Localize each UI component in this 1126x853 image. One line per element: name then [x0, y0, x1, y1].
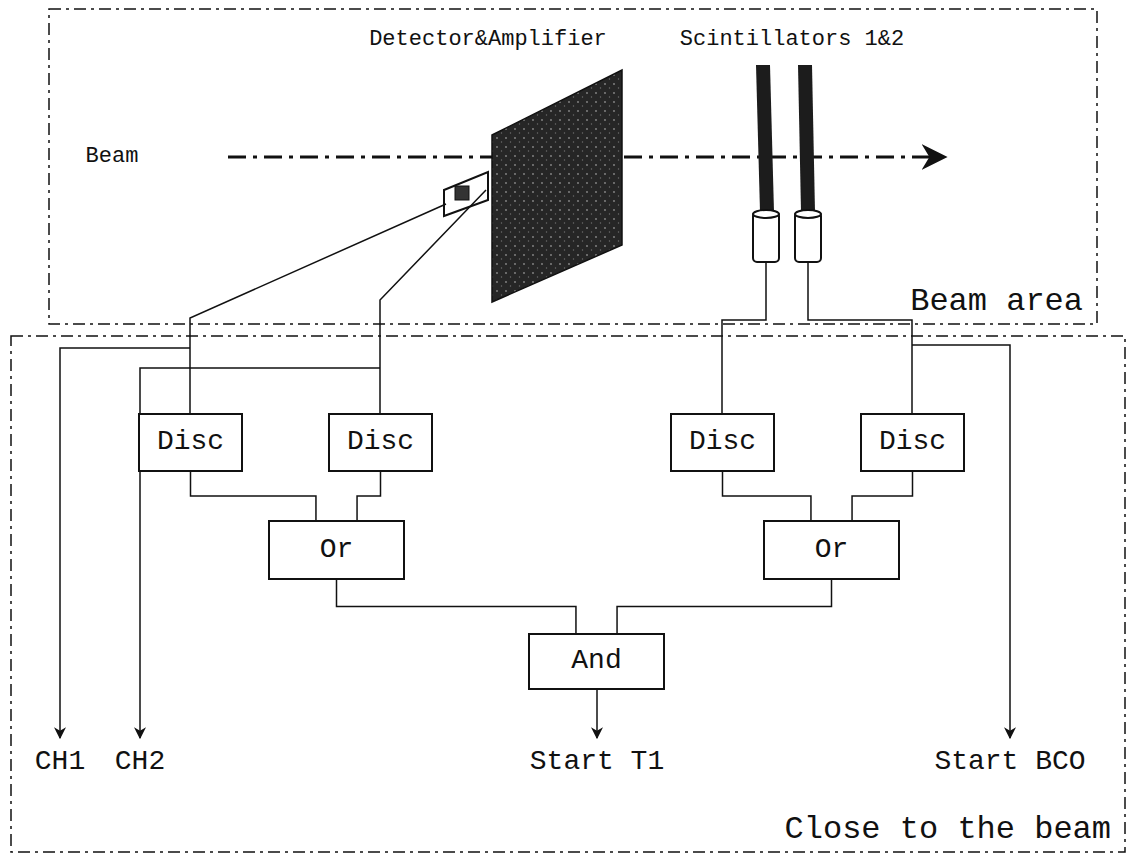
discriminator-box: Disc	[138, 413, 243, 472]
logic-connector	[617, 580, 831, 633]
box-label: Disc	[157, 427, 224, 458]
amplifier-chip	[455, 186, 469, 200]
or-gate-box: Or	[268, 520, 405, 580]
signal-name: CH1	[33, 747, 87, 778]
logic-connector	[357, 472, 380, 520]
region-outline	[48, 8, 1098, 325]
signal-wire	[60, 190, 1010, 738]
logic-connector	[191, 472, 316, 520]
beam-label: Beam	[84, 145, 141, 169]
region-border	[11, 336, 1125, 852]
scintillator-bar	[756, 65, 774, 212]
box-label: Disc	[879, 427, 946, 458]
part-name: Scintillators 1&2	[678, 28, 906, 52]
discriminator-box: Disc	[328, 413, 433, 472]
logic-connector	[337, 580, 576, 633]
photomultiplier	[753, 210, 821, 262]
or-gate-box: Or	[763, 520, 900, 580]
signal-name: Start BCO	[932, 747, 1087, 778]
scintillator-bar	[798, 65, 815, 212]
box-label: Disc	[689, 427, 756, 458]
logic-connector	[852, 472, 912, 520]
logic-connector	[723, 472, 811, 520]
part-name: Detector&Amplifier	[367, 28, 609, 52]
and-gate-box: And	[528, 633, 665, 690]
discriminator-box: Disc	[860, 413, 965, 472]
box-label: Or	[320, 535, 354, 566]
region-label: Close to the beam	[782, 812, 1114, 847]
box-label: Disc	[347, 427, 414, 458]
detector-plate	[492, 70, 622, 302]
discriminator-box: Disc	[670, 413, 775, 472]
region-label: Beam area	[907, 284, 1086, 319]
box-label: And	[571, 646, 621, 677]
region-border	[49, 9, 1097, 324]
box-label: Or	[815, 535, 849, 566]
signal-name: Start T1	[528, 747, 666, 778]
beam-area-region: Beam area	[48, 8, 1098, 325]
signal-name: CH2	[113, 747, 167, 778]
